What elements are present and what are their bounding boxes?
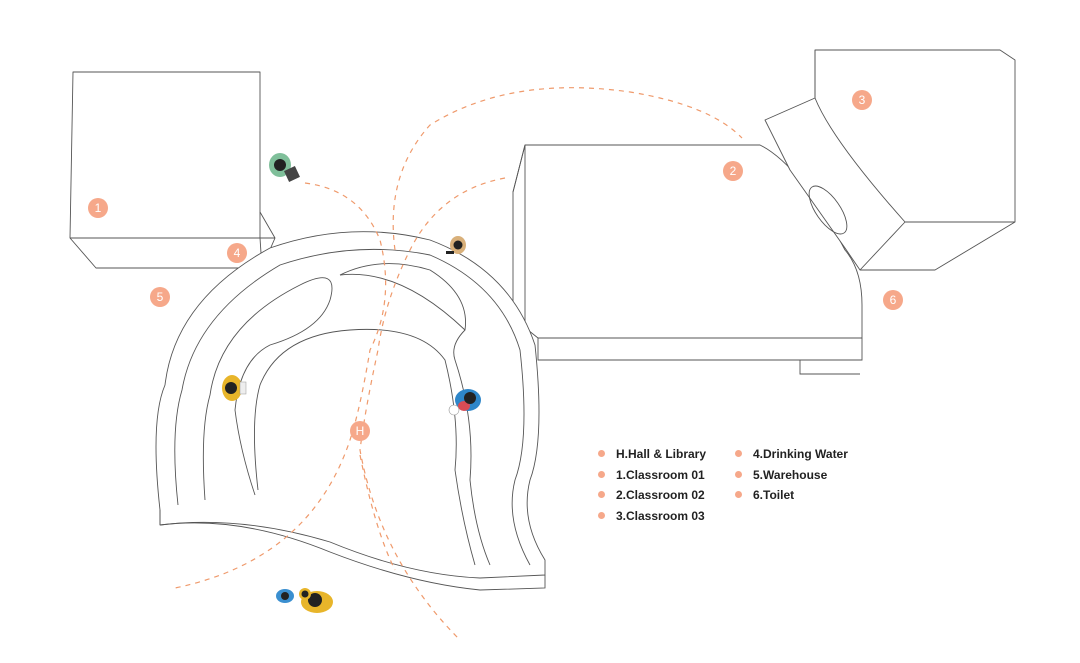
marker-classroom-03: 3 <box>852 90 872 110</box>
person-icon <box>269 153 300 182</box>
legend-item: 2.Classroom 02 <box>598 487 706 508</box>
building-classroom-03 <box>764 49 1016 271</box>
svg-text:1: 1 <box>95 201 102 215</box>
legend-dot-icon <box>598 511 605 519</box>
building-hall-library <box>155 231 546 591</box>
svg-text:6: 6 <box>890 293 897 307</box>
legend-column-2: 4.Drinking Water 5.Warehouse 6.Toilet <box>735 446 848 508</box>
person-icon <box>448 389 481 416</box>
svg-text:5: 5 <box>157 290 164 304</box>
legend-item: 6.Toilet <box>735 487 848 508</box>
person-icon <box>222 375 247 401</box>
svg-text:3: 3 <box>859 93 866 107</box>
marker-drinking-water: 4 <box>227 243 247 263</box>
legend-column-1: H.Hall & Library 1.Classroom 01 2.Classr… <box>598 446 706 528</box>
legend-dot-icon <box>598 450 605 457</box>
legend-item: 1.Classroom 01 <box>598 467 706 488</box>
svg-text:2: 2 <box>730 164 737 178</box>
circulation-paths <box>174 87 743 641</box>
marker-classroom-02: 2 <box>723 161 743 181</box>
people-group-icon <box>276 588 333 613</box>
legend-item: 3.Classroom 03 <box>598 508 706 529</box>
svg-text:H: H <box>356 424 365 438</box>
marker-classroom-01: 1 <box>88 198 108 218</box>
person-icon <box>446 236 466 254</box>
legend-item: 4.Drinking Water <box>735 446 848 467</box>
legend-item: 5.Warehouse <box>735 467 848 488</box>
marker-warehouse: 5 <box>150 287 170 307</box>
building-classroom-02 <box>512 144 863 375</box>
legend: H.Hall & Library 1.Classroom 01 2.Classr… <box>598 446 898 536</box>
marker-toilet: 6 <box>883 290 903 310</box>
legend-dot-icon <box>735 450 742 457</box>
marker-hall-library: H <box>350 421 370 441</box>
legend-dot-icon <box>598 470 605 478</box>
legend-item: H.Hall & Library <box>598 446 706 467</box>
legend-dot-icon <box>735 491 742 498</box>
building-classroom-01 <box>69 71 276 269</box>
legend-dot-icon <box>735 470 742 478</box>
svg-text:4: 4 <box>234 246 241 260</box>
legend-dot-icon <box>598 491 605 498</box>
